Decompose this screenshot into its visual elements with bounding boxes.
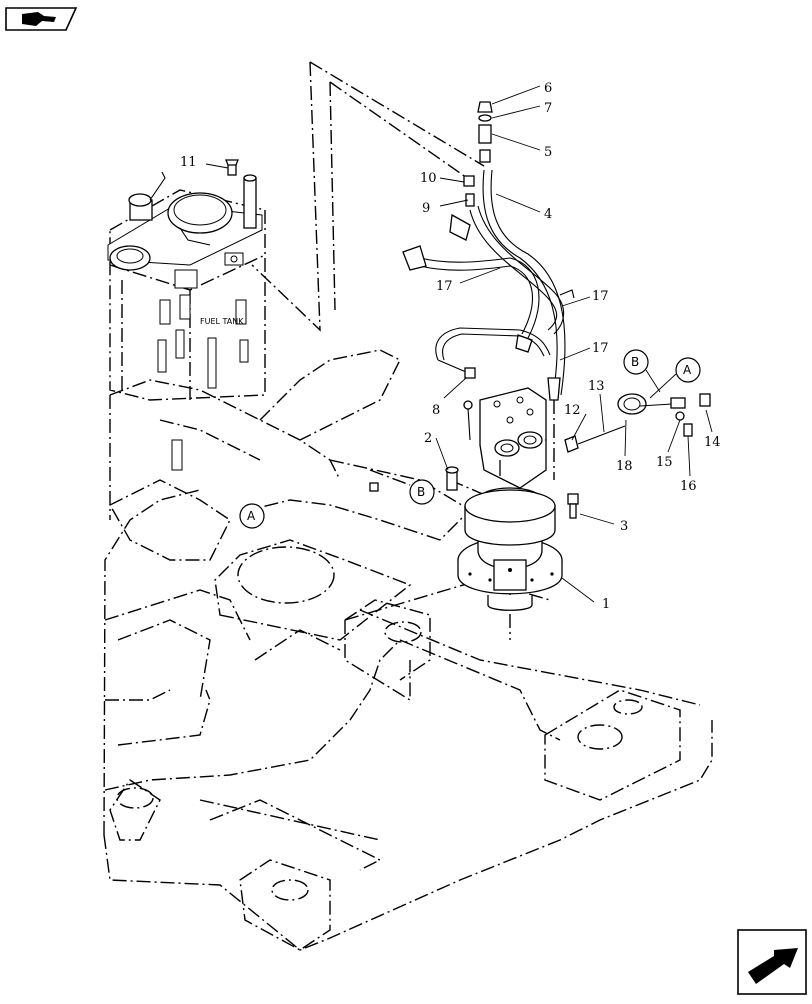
callout-8: 8 [432, 403, 440, 418]
callout-17-b: 17 [592, 289, 609, 304]
hoses [402, 169, 575, 401]
svg-text:B: B [631, 355, 639, 369]
callout-17-a: 17 [436, 279, 453, 294]
ref-a-left: A [239, 503, 265, 529]
callout-leaders [205, 85, 713, 603]
fuel-tank-label: FUEL TANK [200, 317, 244, 326]
callout-12: 12 [564, 403, 581, 418]
callout-6: 6 [544, 81, 552, 96]
callout-15: 15 [656, 455, 673, 470]
svg-text:A: A [683, 363, 692, 377]
book-arrow-icon[interactable] [5, 7, 78, 31]
routing-lines [251, 61, 555, 640]
callout-18: 18 [616, 459, 633, 474]
next-page-arrow-icon[interactable] [737, 929, 807, 995]
bolts-and-fittings [369, 393, 711, 519]
callout-10: 10 [420, 171, 437, 186]
callout-1: 1 [602, 597, 610, 612]
ref-a-right: A [649, 357, 701, 399]
callout-4: 4 [544, 207, 552, 222]
circled-references: A B A B [239, 349, 701, 529]
callout-5: 5 [544, 145, 552, 160]
fittings [225, 101, 493, 207]
upper-frame [103, 349, 713, 951]
svg-text:B: B [417, 485, 425, 499]
callout-2: 2 [424, 431, 432, 446]
callout-13: 13 [588, 379, 605, 394]
ref-b-left: B [409, 479, 435, 505]
callout-numbers: 1 2 3 4 5 6 7 8 9 10 11 12 13 14 15 16 1… [180, 81, 721, 612]
callout-3: 3 [620, 519, 628, 534]
callout-9: 9 [422, 201, 430, 216]
callout-7: 7 [544, 101, 552, 116]
swing-motor [457, 387, 563, 611]
callout-11: 11 [180, 155, 197, 170]
callout-16: 16 [680, 479, 697, 494]
callout-14: 14 [704, 435, 721, 450]
callout-17-c: 17 [592, 341, 609, 356]
ref-b-right: B [623, 349, 661, 393]
svg-text:A: A [247, 509, 256, 523]
fuel-tank: FUEL TANK [107, 171, 266, 471]
